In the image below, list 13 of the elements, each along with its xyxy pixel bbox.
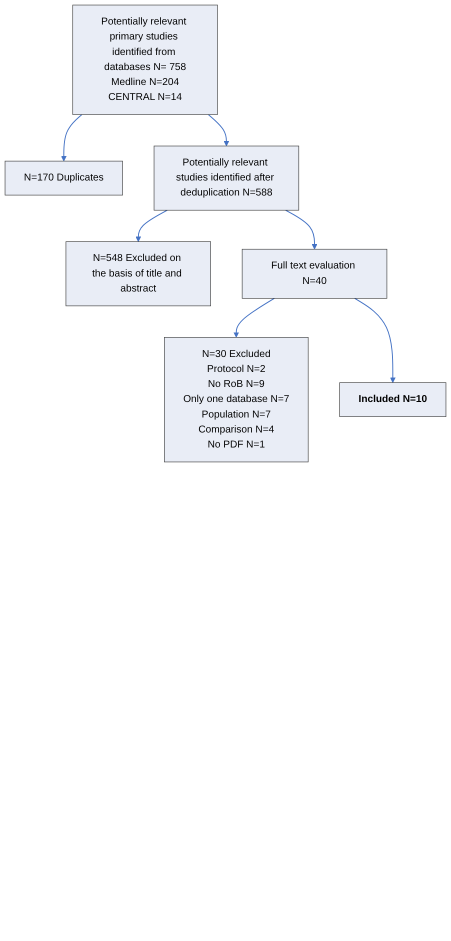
arrow (136, 210, 168, 242)
node-box: N=548 Excluded on the basis of title and abstract (66, 241, 211, 306)
node-box: Full text evaluation N=40 (242, 248, 388, 299)
arrow (208, 114, 230, 146)
node-box: N=30 Excluded Protocol N=2 No RoB N=9 Only one database N=7 Population N=7 Comparison N=4 No PDF N=1 (164, 337, 308, 462)
arrow (285, 210, 318, 250)
arrow (233, 298, 275, 338)
arrow (354, 298, 396, 383)
node-box: Included N=10 (339, 382, 446, 417)
node-box: Potentially relevant primary studies identified from databases N= 758 Medline N=204 CENTRAL N=14 (72, 4, 218, 115)
node-box: Potentially relevant studies identified after deduplication N=588 (154, 146, 300, 211)
node-box: N=170 Duplicates (4, 160, 123, 196)
arrow (61, 114, 82, 162)
